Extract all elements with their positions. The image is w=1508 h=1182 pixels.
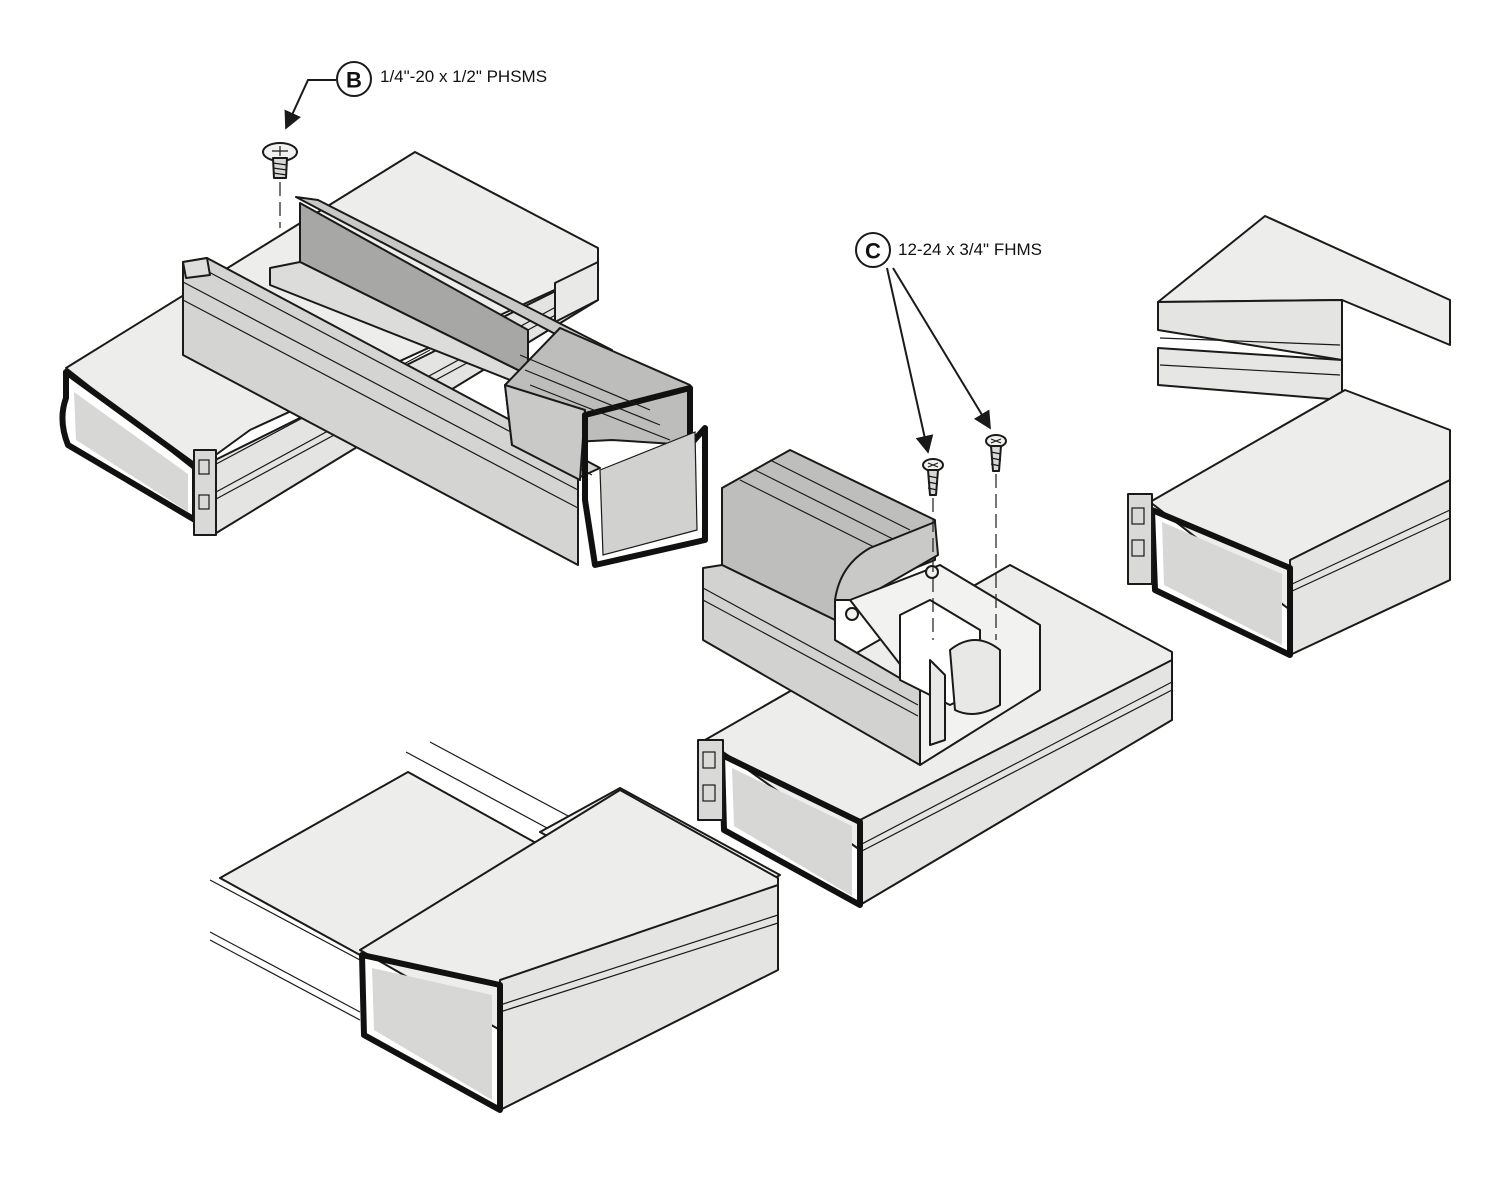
screw-c-left xyxy=(922,458,944,640)
callout-b: B 1/4"-20 x 1/2" PHSMS xyxy=(284,61,547,130)
raceway-top-right xyxy=(1127,215,1451,658)
screw-c-right xyxy=(985,434,1007,640)
device-box xyxy=(702,449,1041,766)
callout-b-label: 1/4"-20 x 1/2" PHSMS xyxy=(380,67,547,86)
callout-c-label: 12-24 x 3/4" FHMS xyxy=(898,240,1042,259)
callout-b-circle xyxy=(336,61,372,97)
tee-cover-fitting xyxy=(182,196,708,568)
callout-c-circle xyxy=(855,232,891,268)
callout-c: C 12-24 x 3/4" FHMS xyxy=(855,232,1042,454)
raceway-end-opening-top-left xyxy=(59,369,217,536)
callout-b-letter: B xyxy=(346,68,362,93)
screw-b xyxy=(262,142,298,228)
raceway-end-opening-bottom-left xyxy=(359,952,503,1113)
raceway-bottom-left xyxy=(209,741,781,1113)
raceway-end-opening-top-right xyxy=(1127,493,1293,658)
callout-c-letter: C xyxy=(865,239,881,264)
raceway-end-opening-middle xyxy=(697,739,863,908)
